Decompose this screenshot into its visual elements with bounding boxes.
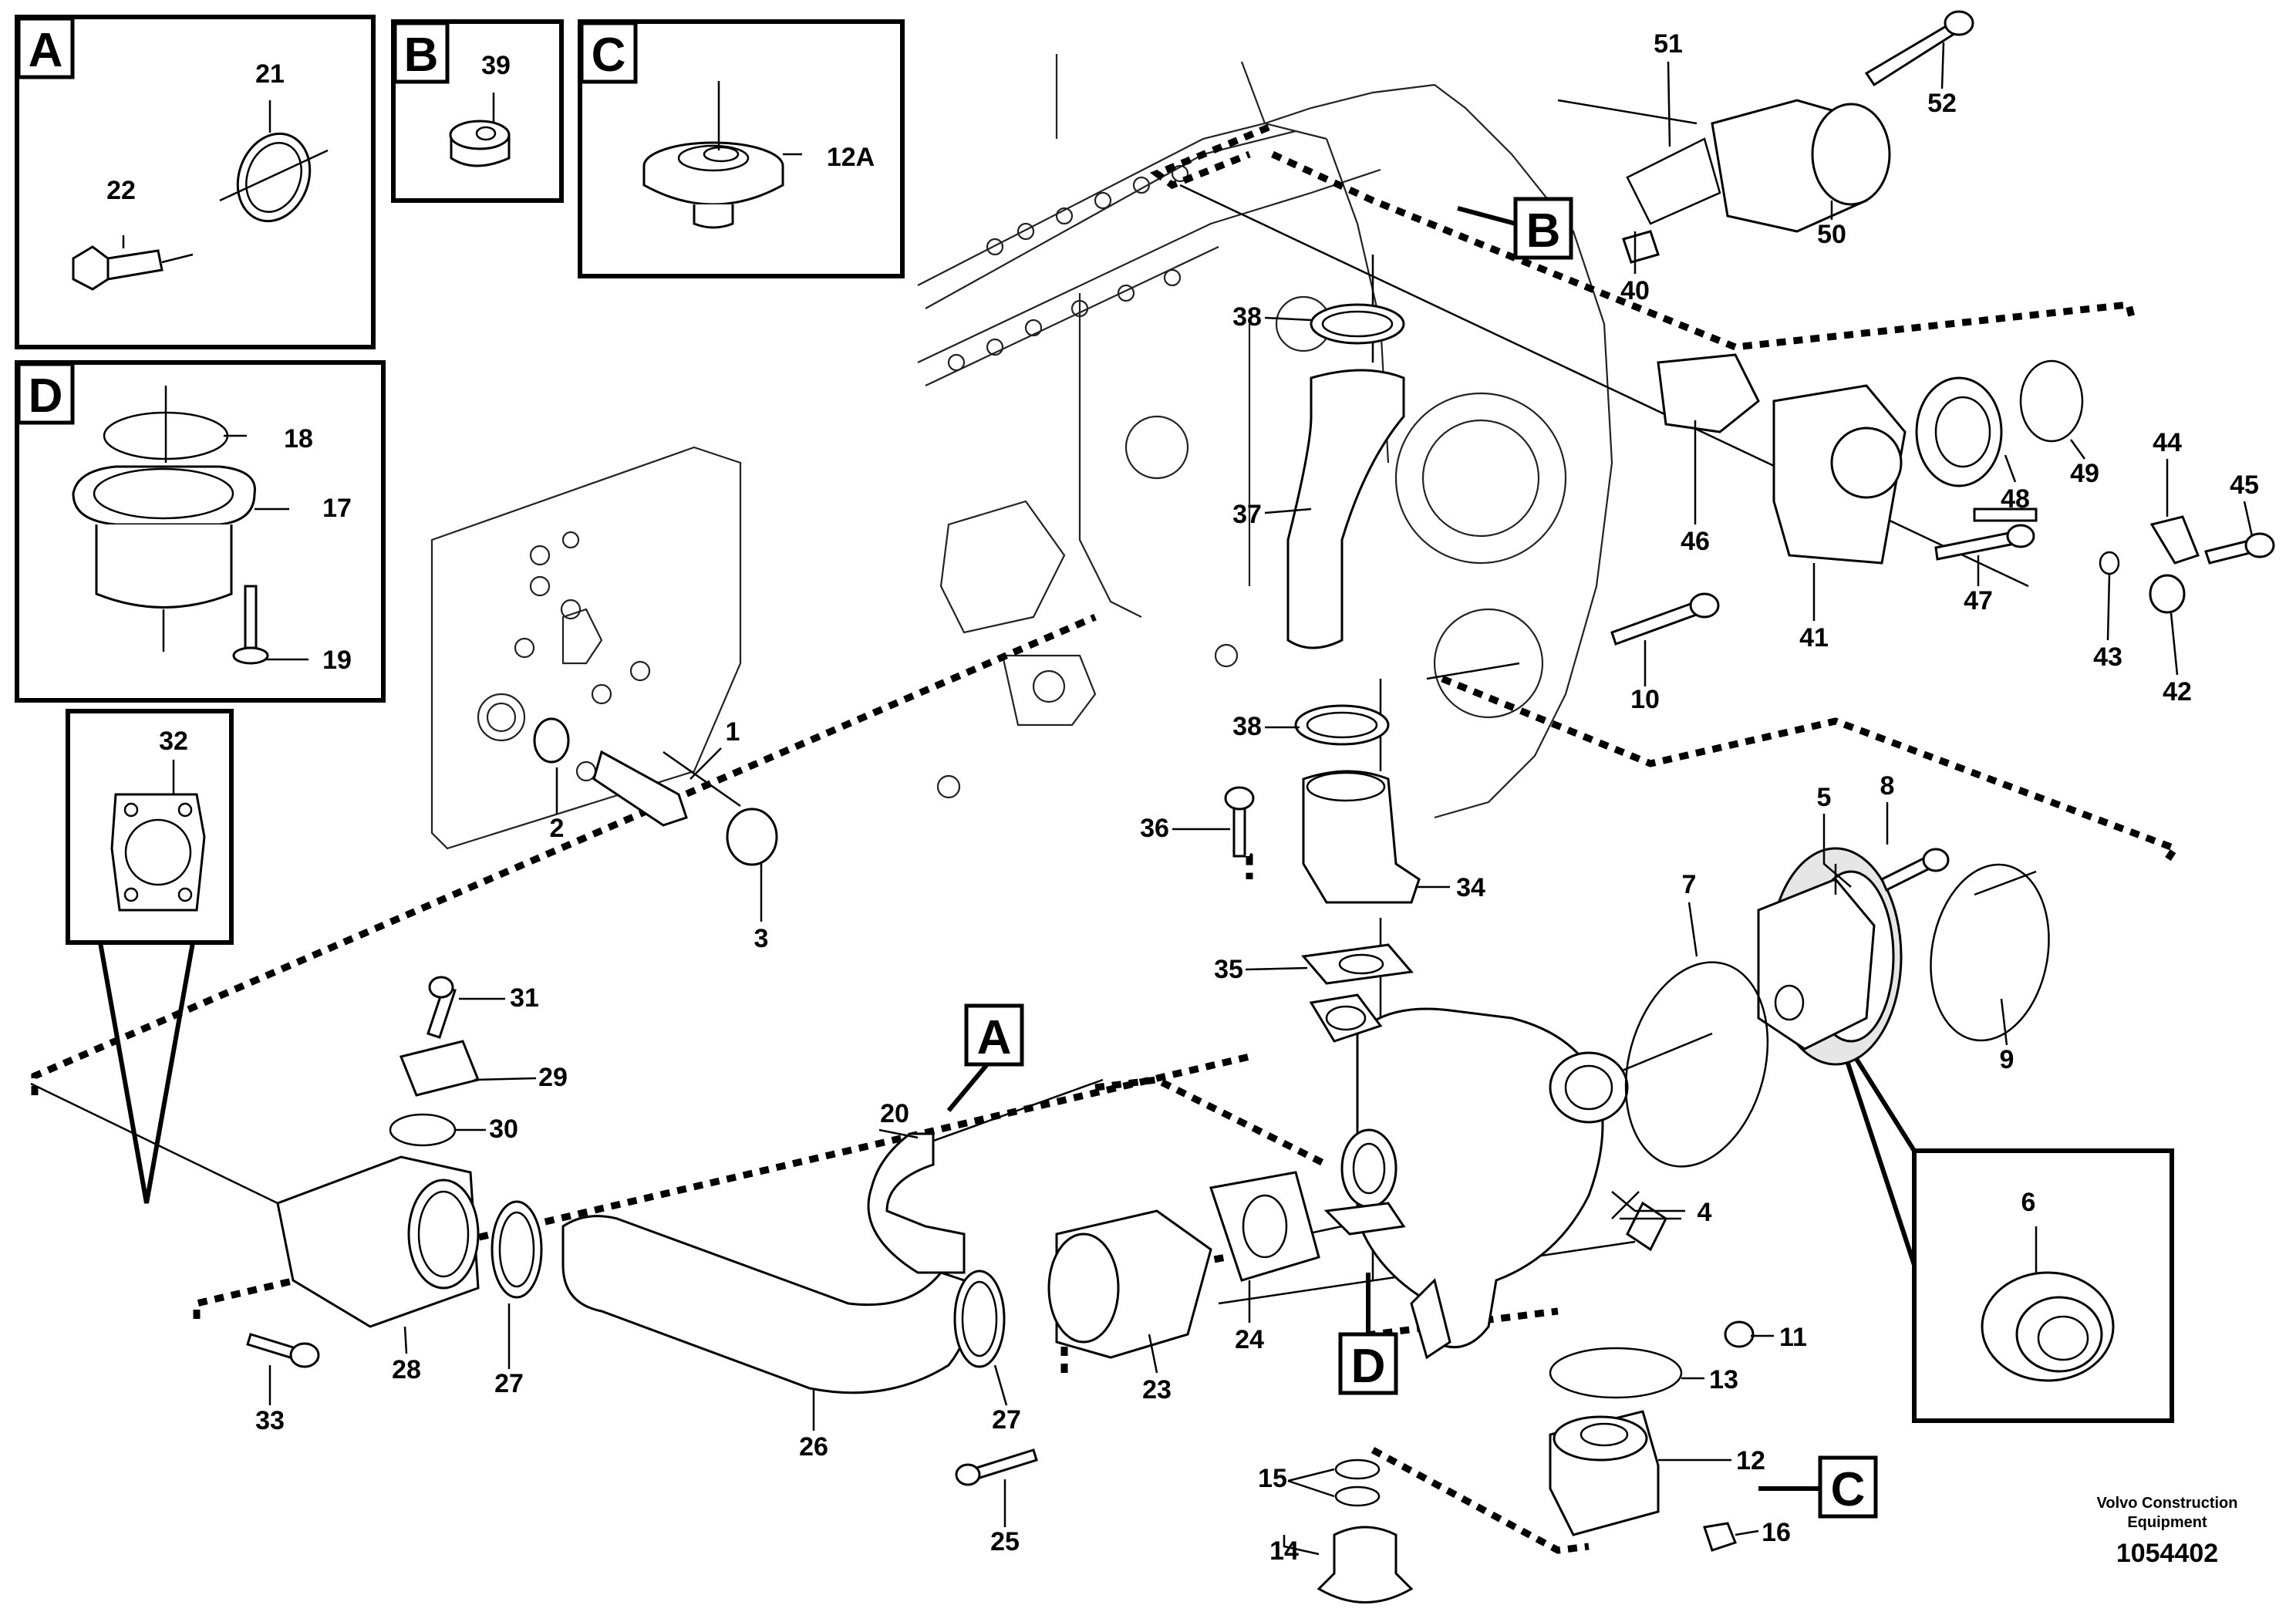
inset-box-32 <box>66 709 234 1204</box>
part-label-27b: 27 <box>992 1405 1021 1435</box>
drawing-credit: Volvo Construction Equipment 1054402 <box>2097 1495 2238 1568</box>
reference-tag-b: B <box>1457 197 1573 260</box>
part-label-6: 6 <box>2021 1188 2036 1217</box>
part-label-45: 45 <box>2230 470 2259 500</box>
part-number-labels: 1 2 3 4 5 6 7 8 9 10 11 12 12A 13 14 15 … <box>106 29 2259 1566</box>
part-label-35: 35 <box>1214 955 1243 984</box>
part-label-11: 11 <box>1779 1323 1807 1352</box>
part-illustrations <box>246 10 2275 1603</box>
reference-letter-d: D <box>1351 1340 1386 1393</box>
part-label-16: 16 <box>1762 1518 1791 1547</box>
part-label-2: 2 <box>550 814 565 843</box>
part-label-27: 27 <box>494 1369 524 1398</box>
drawing-number: 1054402 <box>2116 1539 2218 1568</box>
part-label-44: 44 <box>2153 428 2182 457</box>
part-label-31: 31 <box>510 983 539 1013</box>
part-label-19: 19 <box>322 646 352 675</box>
part-label-32: 32 <box>159 727 188 756</box>
part-label-24: 24 <box>1235 1325 1264 1354</box>
part-label-29: 29 <box>538 1063 568 1092</box>
label-leader-lines <box>268 42 2254 1556</box>
reference-tag-d: D <box>1338 1273 1398 1395</box>
publisher-line-1: Volvo Construction <box>2097 1495 2238 1512</box>
part-label-38: 38 <box>1232 302 1262 332</box>
part-label-10: 10 <box>1630 685 1660 714</box>
part-label-21: 21 <box>255 59 285 89</box>
part-label-15: 15 <box>1258 1464 1287 1493</box>
part-label-12a: 12A <box>827 143 875 172</box>
part-label-26: 26 <box>799 1432 828 1462</box>
part-label-48: 48 <box>2001 484 2030 514</box>
part-label-33: 33 <box>255 1406 285 1435</box>
part-label-34: 34 <box>1456 873 1485 902</box>
inset-box-d: D <box>15 360 386 703</box>
part-label-47: 47 <box>1964 586 1993 615</box>
part-label-40: 40 <box>1620 276 1650 305</box>
part-label-17: 17 <box>322 494 352 523</box>
part-label-39: 39 <box>481 51 511 80</box>
inset-box-b: B <box>391 19 564 203</box>
publisher-line-2: Equipment <box>2127 1514 2207 1531</box>
part-label-20: 20 <box>880 1099 909 1128</box>
part-label-46: 46 <box>1681 527 1710 556</box>
inset-letter-c: C <box>592 29 626 82</box>
part-label-43: 43 <box>2093 642 2122 672</box>
inset-letter-b: B <box>404 29 439 82</box>
part-label-4: 4 <box>1698 1198 1712 1227</box>
part-label-9: 9 <box>2000 1045 2014 1074</box>
part-label-8: 8 <box>1880 771 1895 801</box>
reference-letter-c: C <box>1831 1463 1866 1516</box>
part-label-49: 49 <box>2070 459 2099 488</box>
engine-block-outline <box>430 54 1613 850</box>
part-label-13: 13 <box>1709 1365 1738 1394</box>
part-label-22: 22 <box>106 176 136 205</box>
inset-box-6 <box>1833 1024 2174 1423</box>
part-label-23: 23 <box>1142 1375 1172 1404</box>
part-label-25: 25 <box>990 1527 1020 1556</box>
part-label-30: 30 <box>489 1114 518 1144</box>
part-label-37: 37 <box>1232 500 1262 529</box>
part-label-28: 28 <box>392 1355 421 1384</box>
part-label-1: 1 <box>726 717 740 747</box>
part-label-3: 3 <box>754 924 769 953</box>
part-label-12: 12 <box>1736 1446 1765 1475</box>
reference-letter-a: A <box>977 1011 1012 1064</box>
part-label-38b: 38 <box>1232 712 1262 741</box>
inset-letter-d: D <box>29 369 63 423</box>
inset-box-c: C <box>578 19 905 278</box>
inset-letter-a: A <box>29 24 63 77</box>
reference-tag-c: C <box>1758 1455 1878 1519</box>
part-label-36: 36 <box>1140 814 1169 843</box>
part-label-52: 52 <box>1927 89 1957 118</box>
reference-letter-b: B <box>1526 204 1561 258</box>
part-label-41: 41 <box>1799 623 1829 653</box>
part-label-18: 18 <box>284 424 313 454</box>
part-label-51: 51 <box>1654 29 1683 59</box>
part-label-5: 5 <box>1817 783 1832 812</box>
inset-box-a: A <box>15 15 376 349</box>
part-label-42: 42 <box>2163 677 2192 706</box>
part-label-7: 7 <box>1682 870 1697 899</box>
reference-tag-a: A <box>946 1003 1024 1112</box>
part-label-50: 50 <box>1817 220 1846 249</box>
